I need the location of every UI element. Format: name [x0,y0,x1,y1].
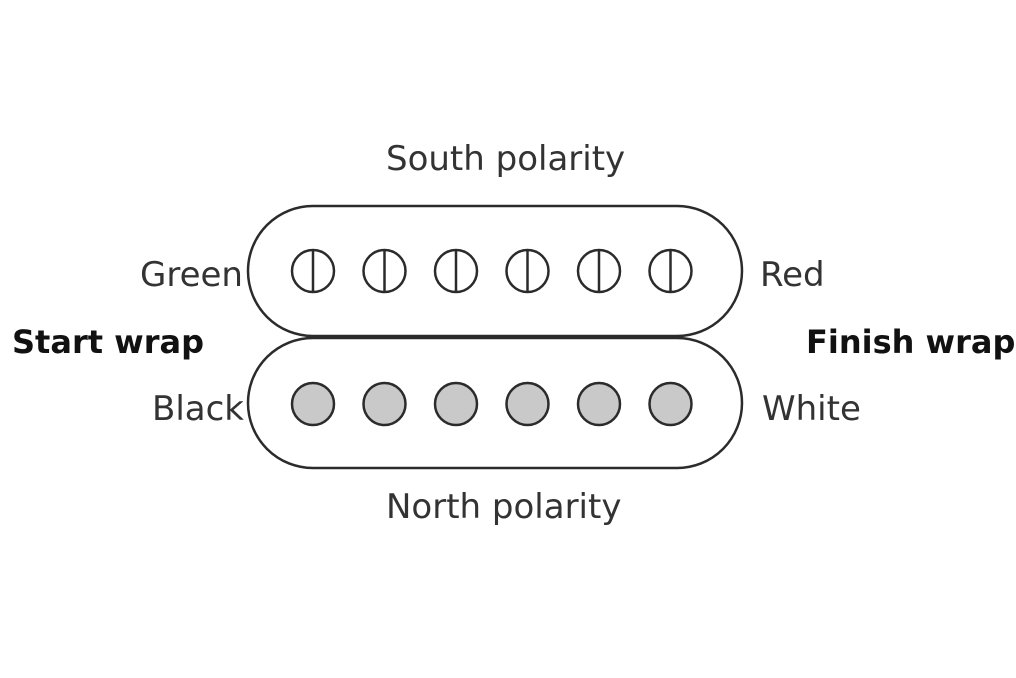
split-pole-piece [648,248,693,294]
top-coil-outline [246,204,744,338]
bottom-coil-outline [246,336,744,470]
black-wire-label: Black [152,389,244,429]
north-polarity-label: North polarity [386,487,622,527]
white-wire-label: White [762,389,861,429]
split-pole-piece [433,248,479,294]
start-wrap-label: Start wrap [12,323,204,361]
finish-wrap-label: Finish wrap [806,323,1016,361]
red-wire-label: Red [760,255,825,295]
filled-pole-piece [505,381,550,427]
filled-pole-piece [433,381,479,427]
filled-pole-piece [362,381,407,427]
green-wire-label: Green [140,255,243,295]
filled-pole-piece [648,381,693,427]
south-polarity-label: South polarity [386,139,626,179]
split-pole-piece [362,248,407,294]
split-pole-piece [290,248,336,294]
filled-pole-piece [576,381,622,427]
filled-pole-piece [290,381,336,427]
top-coil-pole-pieces [290,248,693,294]
split-pole-piece [505,248,550,294]
split-pole-piece [576,248,622,294]
bottom-coil-pole-pieces [290,381,693,427]
